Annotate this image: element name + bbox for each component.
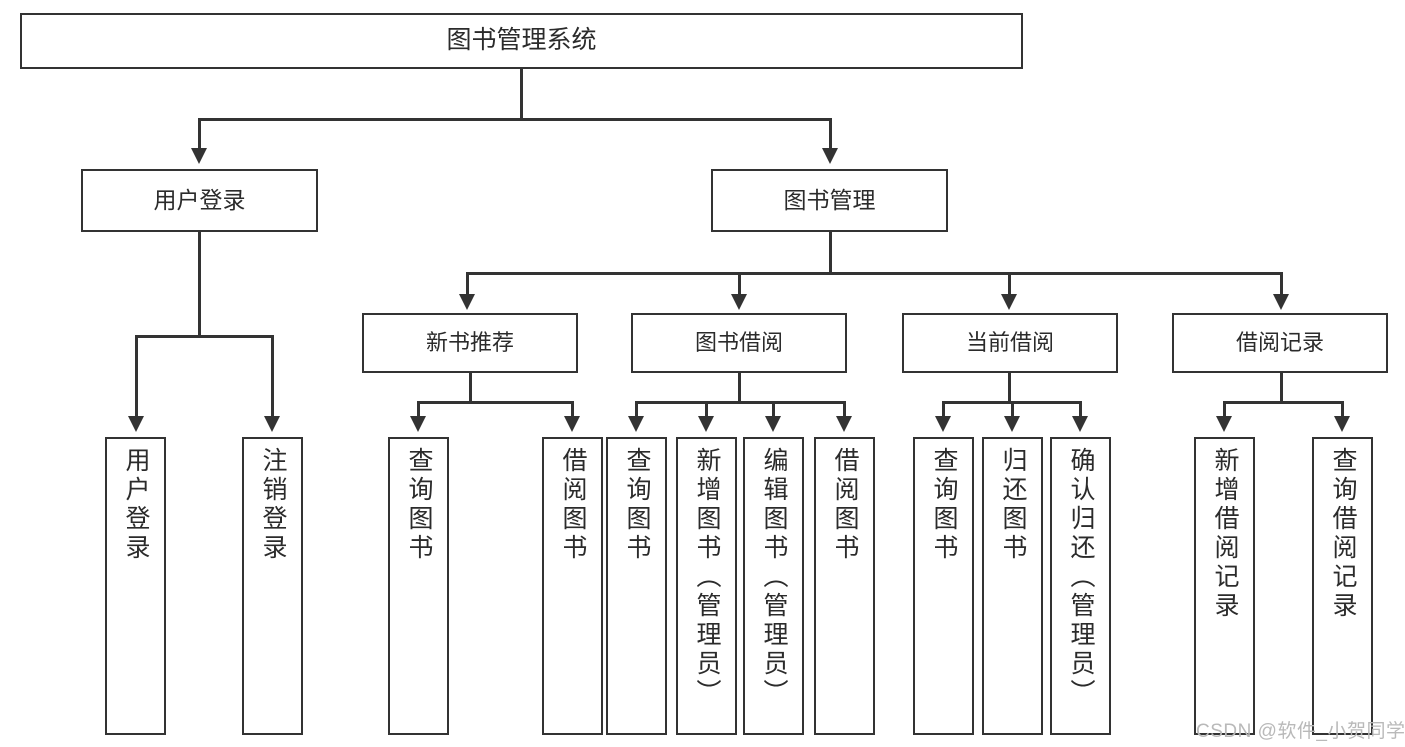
node-label: 借阅图书 bbox=[831, 447, 859, 563]
edge-current-borrow-stem bbox=[1008, 373, 1011, 403]
arrow-current-borrow-to-leaf-2 bbox=[1004, 416, 1020, 432]
node-leaf-query-borrow-record[interactable]: 查询借阅记录 bbox=[1312, 437, 1373, 735]
node-label: 确认归还（管理员） bbox=[1067, 447, 1095, 708]
node-leaf-return-book[interactable]: 归还图书 bbox=[982, 437, 1043, 735]
edge-new-book-to-leaf-1 bbox=[417, 401, 420, 418]
edge-book-manage-to-lvl3-4 bbox=[1280, 272, 1283, 296]
edge-user-login-stem bbox=[198, 232, 201, 337]
node-label: 归还图书 bbox=[999, 447, 1027, 563]
node-new-book-recommend[interactable]: 新书推荐 bbox=[362, 313, 578, 373]
node-book-borrow[interactable]: 图书借阅 bbox=[631, 313, 847, 373]
node-leaf-add-borrow-record[interactable]: 新增借阅记录 bbox=[1194, 437, 1255, 735]
edge-current-borrow-to-leaf-2 bbox=[1011, 401, 1014, 418]
edge-new-book-bar bbox=[417, 401, 573, 404]
arrow-new-book-to-leaf-2 bbox=[564, 416, 580, 432]
edge-user-login-bar bbox=[135, 335, 274, 338]
arrow-new-book-to-leaf-1 bbox=[410, 416, 426, 432]
node-borrow-record[interactable]: 借阅记录 bbox=[1172, 313, 1388, 373]
node-label: 查询图书 bbox=[405, 447, 433, 563]
node-label: 图书管理系统 bbox=[446, 26, 597, 55]
node-label: 注销登录 bbox=[259, 447, 287, 563]
arrow-current-borrow-to-leaf-1 bbox=[935, 416, 951, 432]
edge-borrow-record-to-leaf-1 bbox=[1223, 401, 1226, 418]
edge-book-borrow-to-leaf-2 bbox=[705, 401, 708, 418]
edge-root-to-user-login bbox=[198, 118, 201, 150]
arrow-book-manage-to-lvl3-2 bbox=[731, 294, 747, 310]
node-book-management[interactable]: 图书管理 bbox=[711, 169, 948, 232]
edge-book-borrow-to-leaf-4 bbox=[843, 401, 846, 418]
node-current-borrow[interactable]: 当前借阅 bbox=[902, 313, 1118, 373]
arrow-book-borrow-to-leaf-3 bbox=[765, 416, 781, 432]
edge-current-borrow-to-leaf-3 bbox=[1079, 401, 1082, 418]
edge-book-manage-to-lvl3-2 bbox=[738, 272, 741, 296]
node-label: 当前借阅 bbox=[965, 330, 1054, 356]
node-label: 查询图书 bbox=[623, 447, 651, 563]
edge-root-bar bbox=[198, 118, 832, 121]
edge-book-borrow-to-leaf-1 bbox=[635, 401, 638, 418]
arrow-user-login-to-leaf-1 bbox=[128, 416, 144, 432]
node-label: 用户登录 bbox=[122, 447, 150, 563]
edge-borrow-record-stem bbox=[1280, 373, 1283, 403]
node-leaf-query-book-recommend[interactable]: 查询图书 bbox=[388, 437, 449, 735]
arrow-borrow-record-to-leaf-1 bbox=[1216, 416, 1232, 432]
node-label: 新增借阅记录 bbox=[1211, 447, 1239, 621]
node-leaf-edit-book-admin[interactable]: 编辑图书（管理员） bbox=[743, 437, 804, 735]
arrow-borrow-record-to-leaf-2 bbox=[1334, 416, 1350, 432]
edge-new-book-stem bbox=[469, 373, 472, 403]
edge-new-book-to-leaf-2 bbox=[571, 401, 574, 418]
node-leaf-query-book-borrow[interactable]: 查询图书 bbox=[606, 437, 667, 735]
edge-book-borrow-bar bbox=[635, 401, 845, 404]
edge-book-manage-to-lvl3-1 bbox=[466, 272, 469, 296]
node-label: 借阅图书 bbox=[559, 447, 587, 563]
node-label: 查询图书 bbox=[930, 447, 958, 563]
arrow-current-borrow-to-leaf-3 bbox=[1072, 416, 1088, 432]
node-user-login[interactable]: 用户登录 bbox=[81, 169, 318, 232]
node-leaf-query-book-current[interactable]: 查询图书 bbox=[913, 437, 974, 735]
node-leaf-logout-login[interactable]: 注销登录 bbox=[242, 437, 303, 735]
node-label: 用户登录 bbox=[153, 186, 246, 213]
node-leaf-borrow-book-borrow[interactable]: 借阅图书 bbox=[814, 437, 875, 735]
arrow-book-borrow-to-leaf-2 bbox=[698, 416, 714, 432]
node-label: 图书管理 bbox=[783, 186, 876, 213]
node-leaf-borrow-book-recommend[interactable]: 借阅图书 bbox=[542, 437, 603, 735]
node-leaf-user-login[interactable]: 用户登录 bbox=[105, 437, 166, 735]
node-label: 编辑图书（管理员） bbox=[760, 447, 788, 708]
arrow-root-to-book-manage bbox=[822, 148, 838, 164]
node-label: 查询借阅记录 bbox=[1329, 447, 1357, 621]
node-label: 借阅记录 bbox=[1235, 330, 1324, 356]
edge-root-to-book-manage bbox=[829, 118, 832, 150]
node-root-book-management-system[interactable]: 图书管理系统 bbox=[20, 13, 1023, 69]
edge-user-login-to-leaf-2 bbox=[271, 335, 274, 418]
edge-book-borrow-stem bbox=[738, 373, 741, 403]
edge-current-borrow-to-leaf-1 bbox=[942, 401, 945, 418]
edge-book-borrow-to-leaf-3 bbox=[772, 401, 775, 418]
arrow-book-manage-to-lvl3-1 bbox=[459, 294, 475, 310]
node-leaf-confirm-return-admin[interactable]: 确认归还（管理员） bbox=[1050, 437, 1111, 735]
node-label: 新增图书（管理员） bbox=[693, 447, 721, 708]
node-label: 新书推荐 bbox=[425, 330, 514, 356]
edge-book-manage-bar bbox=[466, 272, 1282, 275]
arrow-root-to-user-login bbox=[191, 148, 207, 164]
arrow-book-borrow-to-leaf-1 bbox=[628, 416, 644, 432]
arrow-user-login-to-leaf-2 bbox=[264, 416, 280, 432]
arrow-book-manage-to-lvl3-3 bbox=[1001, 294, 1017, 310]
node-leaf-add-book-admin[interactable]: 新增图书（管理员） bbox=[676, 437, 737, 735]
arrow-book-manage-to-lvl3-4 bbox=[1273, 294, 1289, 310]
node-label: 图书借阅 bbox=[694, 330, 783, 356]
edge-user-login-to-leaf-1 bbox=[135, 335, 138, 418]
edge-book-manage-stem bbox=[829, 232, 832, 274]
edge-root-stem bbox=[520, 69, 523, 120]
arrow-book-borrow-to-leaf-4 bbox=[836, 416, 852, 432]
edge-book-manage-to-lvl3-3 bbox=[1008, 272, 1011, 296]
edge-borrow-record-to-leaf-2 bbox=[1341, 401, 1344, 418]
edge-borrow-record-bar bbox=[1223, 401, 1343, 404]
